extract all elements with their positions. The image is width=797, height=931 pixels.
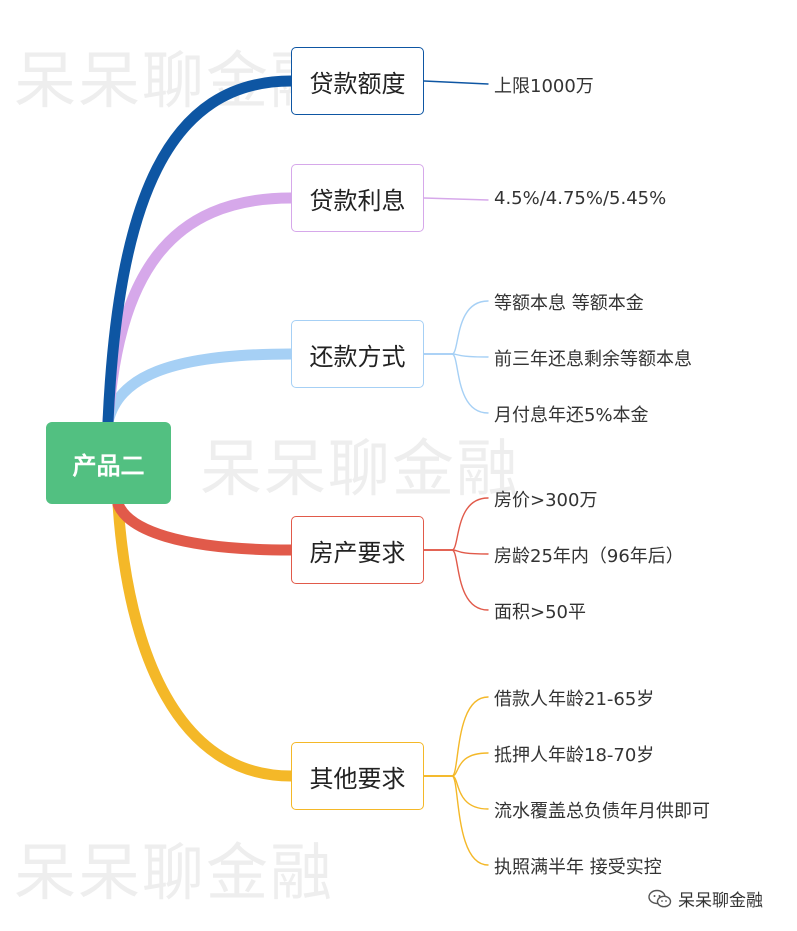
leaf-connector xyxy=(423,353,489,414)
leaf-connector xyxy=(423,549,489,611)
leaf-item: 4.5%/4.75%/5.45% xyxy=(494,188,667,209)
branch-node-loan-amount[interactable]: 贷款额度 xyxy=(291,47,424,115)
leaf-item: 前三年还息剩余等额本息 xyxy=(494,349,692,370)
credit-text: 呆呆聊金融 xyxy=(678,891,763,911)
leaf-item: 抵押人年龄18-70岁 xyxy=(494,745,655,766)
leaf-item: 月付息年还5%本金 xyxy=(494,405,649,426)
leaf-connector xyxy=(423,80,489,85)
leaf-item: 执照满半年 接受实控 xyxy=(494,857,662,878)
branch-connector xyxy=(112,498,297,556)
leaf-connector xyxy=(423,696,489,777)
watermark: 呆呆聊金融 xyxy=(200,432,521,505)
leaf-item: 房龄25年内（96年后） xyxy=(494,546,684,567)
leaf-connector xyxy=(423,775,489,866)
leaf-item: 面积>50平 xyxy=(494,602,586,623)
leaf-item: 上限1000万 xyxy=(494,76,594,97)
branch-node-property[interactable]: 房产要求 xyxy=(291,516,424,584)
leaf-connector xyxy=(423,197,489,201)
branch-connector xyxy=(102,348,297,428)
branch-node-other[interactable]: 其他要求 xyxy=(291,742,424,810)
branch-connector xyxy=(112,498,297,782)
leaf-item: 流水覆盖总负债年月供即可 xyxy=(494,801,710,822)
leaf-connector xyxy=(423,497,489,551)
leaf-item: 等额本息 等额本金 xyxy=(494,293,644,314)
credit-badge: 呆呆聊金融 xyxy=(648,886,763,911)
wechat-icon xyxy=(648,889,672,907)
branch-node-interest[interactable]: 贷款利息 xyxy=(291,164,424,232)
root-node[interactable]: 产品二 xyxy=(46,422,171,504)
branch-node-repayment[interactable]: 还款方式 xyxy=(291,320,424,388)
leaf-connector xyxy=(423,300,489,355)
watermark: 呆呆聊金融 xyxy=(14,836,335,909)
branch-connector xyxy=(102,75,297,428)
leaf-item: 借款人年龄21-65岁 xyxy=(494,689,655,710)
leaf-item: 房价>300万 xyxy=(494,490,598,511)
